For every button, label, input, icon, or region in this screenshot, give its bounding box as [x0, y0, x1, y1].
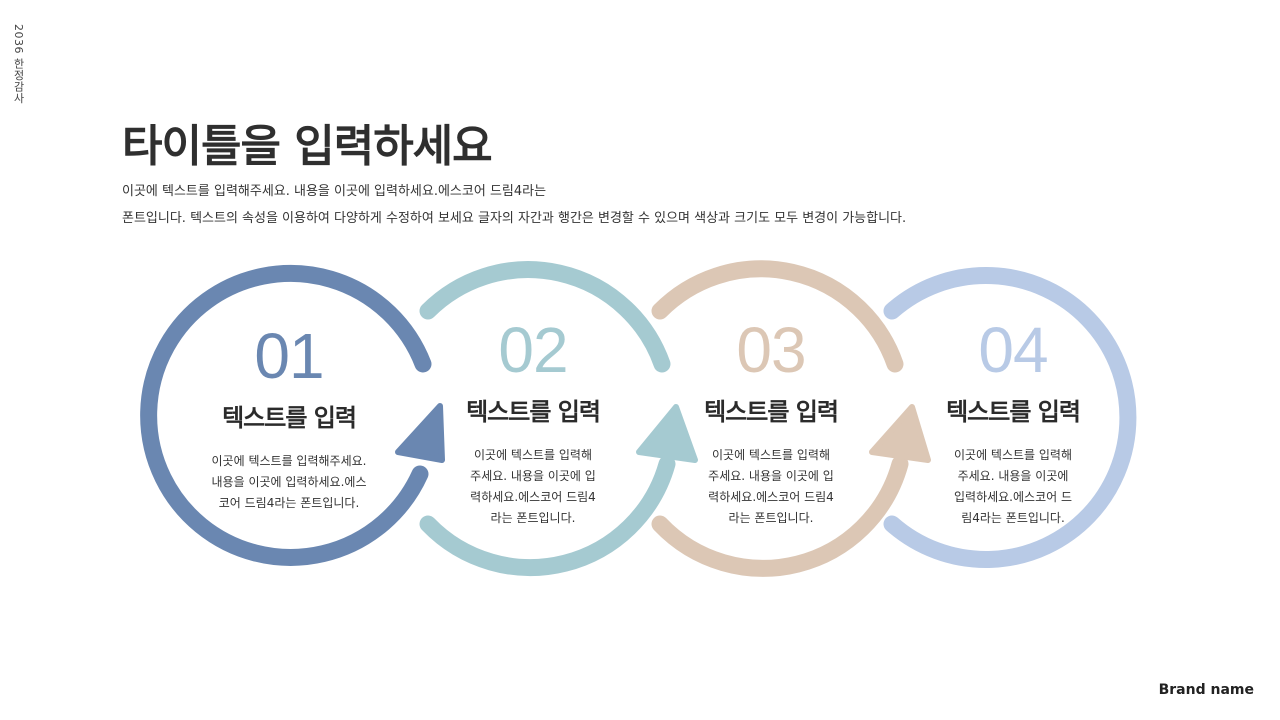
step-desc-line: 이곳에 텍스트를 입력해 — [473, 448, 593, 462]
step-desc-line: 라는 폰트입니다. — [490, 511, 576, 525]
step-desc-line: 입력하세요.에스코어 드 — [953, 490, 1073, 504]
arrow-head-2 — [636, 404, 698, 463]
step-title: 텍스트를 입력 — [466, 398, 601, 426]
step-desc-line: 주세요. 내용을 이곳에 입 — [708, 469, 834, 483]
step-desc-line: 내용을 이곳에 입력하세요.에스 — [211, 475, 367, 489]
step-title: 텍스트를 입력 — [704, 398, 839, 426]
step-title: 텍스트를 입력 — [222, 404, 357, 432]
page-title: 타이틀을 입력하세요 — [122, 121, 493, 172]
intro-line-1: 이곳에 텍스트를 입력해주세요. 내용을 이곳에 입력하세요.에스코어 드림4라… — [122, 184, 547, 199]
step-number: 01 — [254, 320, 324, 392]
arrow-head-1 — [395, 403, 445, 463]
cycle-arc-1 — [140, 264, 445, 566]
step-desc-line: 이곳에 텍스트를 입력해 — [711, 448, 831, 462]
brand-name: Brand name — [1158, 682, 1254, 698]
side-label: 2036 한정감사 — [12, 24, 25, 104]
step-1: 01 텍스트를 입력 이곳에 텍스트를 입력해주세요. 내용을 이곳에 입력하세… — [184, 324, 394, 514]
step-desc-line: 력하세요.에스코어 드림4 — [470, 490, 596, 504]
arrow-head-3 — [869, 404, 931, 463]
intro-line-2: 폰트입니다. 텍스트의 속성을 이용하여 다양하게 수정하여 보세요 글자의 자… — [122, 211, 907, 226]
step-description: 이곳에 텍스트를 입력해 주세요. 내용을 이곳에 입 력하세요.에스코어 드림… — [666, 445, 876, 529]
step-number: 03 — [736, 314, 806, 386]
step-number: 02 — [498, 314, 568, 386]
step-desc-line: 주세요. 내용을 이곳에 입 — [470, 469, 596, 483]
step-number: 04 — [978, 314, 1048, 386]
step-desc-line: 이곳에 텍스트를 입력해주세요. — [211, 454, 367, 468]
cycle-arc-2 — [419, 261, 698, 577]
step-3: 03 텍스트를 입력 이곳에 텍스트를 입력해 주세요. 내용을 이곳에 입 력… — [666, 318, 876, 529]
step-desc-line: 력하세요.에스코어 드림4 — [708, 490, 834, 504]
step-description: 이곳에 텍스트를 입력해 주세요. 내용을 이곳에 입력하세요.에스코어 드 림… — [908, 445, 1118, 529]
cycle-arc-4 — [883, 267, 1137, 568]
step-4: 04 텍스트를 입력 이곳에 텍스트를 입력해 주세요. 내용을 이곳에 입력하… — [908, 318, 1118, 529]
step-2: 02 텍스트를 입력 이곳에 텍스트를 입력해 주세요. 내용을 이곳에 입 력… — [428, 318, 638, 529]
cycle-arc-3 — [651, 260, 931, 577]
step-desc-line: 주세요. 내용을 이곳에 — [957, 469, 1069, 483]
step-desc-line: 이곳에 텍스트를 입력해 — [953, 448, 1073, 462]
step-description: 이곳에 텍스트를 입력해 주세요. 내용을 이곳에 입 력하세요.에스코어 드림… — [428, 445, 638, 529]
step-description: 이곳에 텍스트를 입력해주세요. 내용을 이곳에 입력하세요.에스 코어 드림4… — [184, 451, 394, 514]
step-desc-line: 라는 폰트입니다. — [728, 511, 814, 525]
step-title: 텍스트를 입력 — [946, 398, 1081, 426]
intro-text: 이곳에 텍스트를 입력해주세요. 내용을 이곳에 입력하세요.에스코어 드림4라… — [122, 178, 906, 232]
step-desc-line: 림4라는 폰트입니다. — [961, 511, 1065, 525]
step-desc-line: 코어 드림4라는 폰트입니다. — [218, 496, 360, 510]
